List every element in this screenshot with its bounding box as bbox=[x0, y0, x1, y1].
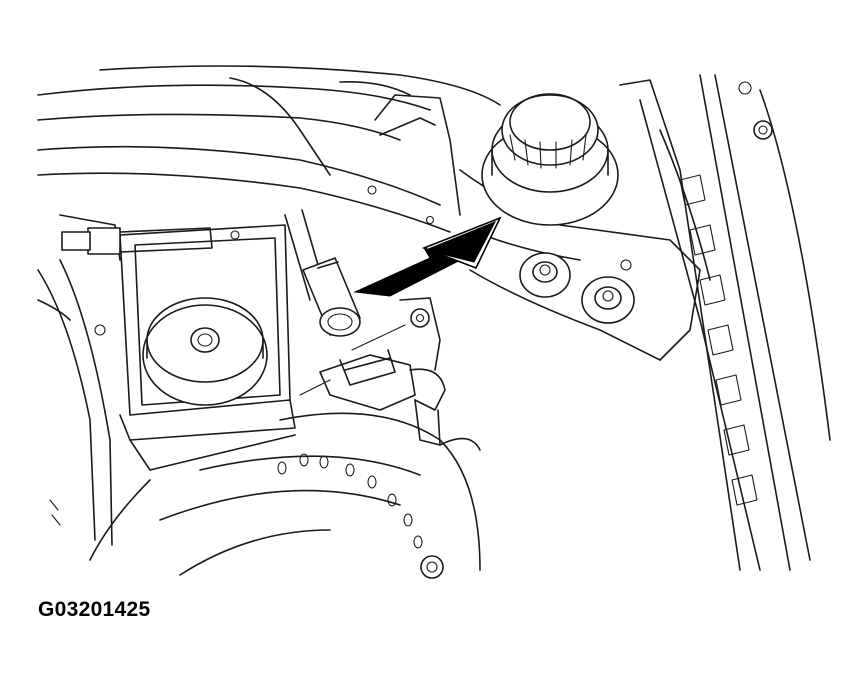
upper-body-panel bbox=[37, 65, 501, 233]
callout-arrow bbox=[353, 216, 502, 297]
strut-top-cap bbox=[481, 93, 619, 226]
figure-id-label: G03201425 bbox=[38, 598, 151, 621]
rod-cylinder bbox=[284, 209, 361, 337]
bracket-bolts bbox=[519, 252, 635, 324]
sensor-connector bbox=[299, 297, 446, 446]
lower-linkage bbox=[37, 299, 481, 561]
right-frame-rails bbox=[619, 74, 831, 571]
technical-illustration bbox=[37, 65, 831, 579]
brake-rotor bbox=[159, 412, 481, 579]
module-round-cap bbox=[142, 297, 268, 406]
